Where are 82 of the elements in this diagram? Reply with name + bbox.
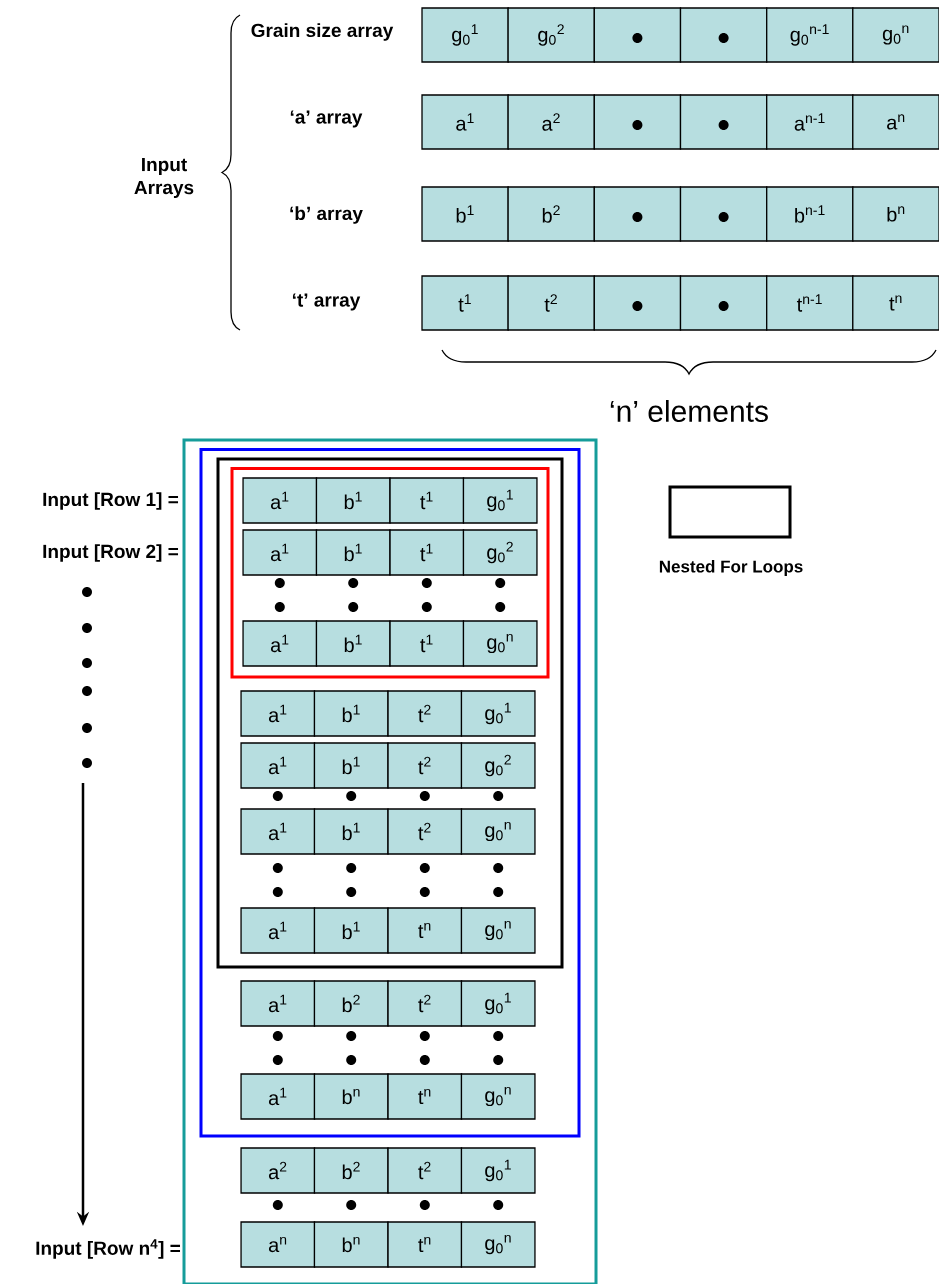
array-cell: g$_{0}$n [460,1221,536,1268]
array-cell: g$_{0}$n [460,808,536,855]
array-cell: b$^{1}$ [315,477,391,524]
array-cell: t$^{n-1}$ [766,275,854,331]
array-cell: t$^{1}$ [421,275,509,331]
array-cell: b$^{n}$ [852,186,939,242]
array-cell: a$^{1}$ [240,980,316,1027]
loop-frame [199,448,581,1138]
array-cell [679,275,768,331]
array-cell: b$^{2}$ [313,1147,389,1194]
array-cell: t$^{1}$ [389,477,465,524]
loop-frame [230,467,550,679]
array-label: ‘a’ array [290,110,363,128]
array-cell: a$^{n}$ [852,94,939,150]
array-cell: t$^{2}$ [507,275,595,331]
array-cell: t$^{2}$ [387,980,463,1027]
array-cell: g$_{0}$1 [462,477,538,524]
array-cell: g$_{0}$2 [507,7,595,63]
array-cell: t$^{2}$ [387,1147,463,1194]
array-cell: a$^{n}$ [240,1221,316,1268]
array-label: Input [Row 1] = [43,492,179,510]
array-cell: t$^{n}$ [387,1221,463,1268]
array-cell: a$^{2}$ [240,1147,316,1194]
array-cell: b$^{n}$ [313,1221,389,1268]
array-label: Input [Row 2] = [43,544,179,562]
array-cell: g$_{0}$n [460,1073,536,1120]
array-cell: t$^{1}$ [389,529,465,576]
array-cell: t$^{n}$ [387,907,463,954]
array-cell: b$^{1}$ [313,690,389,737]
array-cell [593,7,682,63]
array-cell: a$^{1}$ [240,1073,316,1120]
loop-frame [182,438,598,1284]
array-cell: b$^{1}$ [313,742,389,789]
array-cell: b$^{1}$ [421,186,509,242]
array-label: ‘n’ elements [610,400,768,422]
array-cell: t$^{n}$ [387,1073,463,1120]
array-cell: g$_{0}$1 [421,7,509,63]
array-cell: a$^{2}$ [507,94,595,150]
array-cell: t$^{2}$ [387,742,463,789]
array-cell [679,94,768,150]
array-cell: a$^{1}$ [242,477,318,524]
array-cell: g$_{0}$1 [460,1147,536,1194]
array-cell [593,186,682,242]
array-cell: a$^{1}$ [242,620,318,667]
array-cell: g$_{0}$2 [462,529,538,576]
array-cell: g$_{0}$n-1 [766,7,854,63]
array-label: Input Arrays [134,158,194,198]
array-cell: b$^{1}$ [313,907,389,954]
array-cell: g$_{0}$n [462,620,538,667]
array-cell: g$_{0}$1 [460,980,536,1027]
array-cell: b$^{2}$ [313,980,389,1027]
array-cell: a$^{1}$ [240,742,316,789]
array-label: Input [Row n$^{4}$] = [36,1239,180,1259]
array-cell: b$^{2}$ [507,186,595,242]
array-cell: a$^{1}$ [240,690,316,737]
array-cell: b$^{n}$ [313,1073,389,1120]
array-cell: t$^{n}$ [852,275,939,331]
array-label: ‘t’ array [292,293,361,311]
array-cell: t$^{2}$ [387,690,463,737]
array-label: Grain size array [251,23,394,41]
array-cell [593,275,682,331]
array-cell [593,94,682,150]
array-cell: t$^{2}$ [387,808,463,855]
array-cell: g$_{0}$n [852,7,939,63]
array-cell: b$^{1}$ [315,529,391,576]
array-cell: b$^{1}$ [315,620,391,667]
array-cell: a$^{1}$ [240,907,316,954]
array-cell: a$^{n-1}$ [766,94,854,150]
loop-frame [216,457,564,969]
array-cell: a$^{1}$ [240,808,316,855]
array-cell: b$^{1}$ [313,808,389,855]
array-cell [679,186,768,242]
array-cell: g$_{0}$2 [460,742,536,789]
array-cell: a$^{1}$ [421,94,509,150]
array-label: ‘b’ array [290,206,363,224]
array-cell: g$_{0}$1 [460,690,536,737]
legend-label: Nested For Loops [659,560,803,576]
array-cell: a$^{1}$ [242,529,318,576]
array-cell: t$^{1}$ [389,620,465,667]
array-cell [679,7,768,63]
array-cell: g$_{0}$n [460,907,536,954]
array-cell: b$^{n-1}$ [766,186,854,242]
